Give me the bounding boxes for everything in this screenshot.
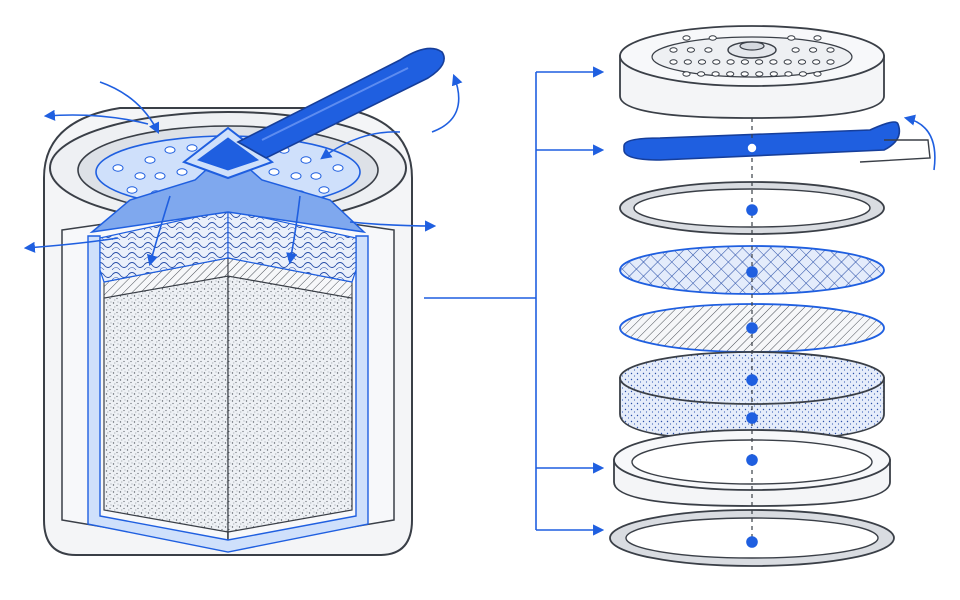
lid-hole xyxy=(826,59,835,65)
lid-hole xyxy=(697,59,707,65)
lid-hole xyxy=(683,59,692,65)
cap-hole xyxy=(164,146,176,154)
cap-hole xyxy=(144,156,156,164)
lid-hole xyxy=(726,59,735,65)
cap-hole xyxy=(176,168,188,176)
lid-holes xyxy=(669,35,835,77)
lid-hole xyxy=(686,47,696,53)
cap-hole xyxy=(332,164,344,172)
flow-arrow xyxy=(99,81,160,135)
lid-hole xyxy=(826,47,835,53)
cap-hole xyxy=(186,144,198,152)
center-boss-inner xyxy=(196,137,260,171)
cap-hole xyxy=(310,172,322,180)
cap-hole xyxy=(126,186,138,194)
lid-hole xyxy=(791,47,800,53)
lid-hole xyxy=(755,71,764,77)
cap-hole xyxy=(112,164,124,172)
lid-hole xyxy=(812,59,821,65)
flow-arrow xyxy=(349,220,437,232)
axis-dot xyxy=(746,374,758,386)
axis-dot xyxy=(746,412,758,424)
lid-hole xyxy=(704,47,713,53)
lid-hole xyxy=(797,59,807,65)
foam-core xyxy=(103,275,229,533)
lid-hole xyxy=(669,47,678,53)
lid-hole xyxy=(755,59,764,65)
flow-arrow xyxy=(43,109,149,125)
cutaway-cartridge xyxy=(23,47,463,556)
lid-hole xyxy=(787,35,796,41)
lid-hole xyxy=(682,71,691,77)
axis-dot xyxy=(746,142,758,154)
flow-arrow xyxy=(286,195,301,265)
flow-arrow xyxy=(431,73,463,133)
lid-hole xyxy=(813,35,822,41)
axis-dots xyxy=(746,142,758,548)
lid-hole xyxy=(682,35,691,41)
lid-hole xyxy=(809,47,818,53)
cap-hole xyxy=(268,168,280,176)
lid-hole xyxy=(769,59,778,65)
axis-dot xyxy=(746,536,758,548)
flow-arrow xyxy=(320,131,401,160)
cap-hole xyxy=(154,172,166,180)
connector-lines xyxy=(424,66,605,536)
axis-dot xyxy=(746,322,758,334)
flow-arrow xyxy=(147,195,171,267)
lid-hole xyxy=(798,71,808,77)
lid-hole xyxy=(697,71,706,77)
mesh-layer-right xyxy=(227,209,357,283)
layer-foam-disc xyxy=(619,351,885,441)
pull-tab-highlight xyxy=(261,67,409,141)
flow-arrow xyxy=(23,237,119,253)
lid-hole xyxy=(669,59,678,65)
flow-arrows xyxy=(23,73,463,267)
distribution-plate xyxy=(89,148,367,234)
cap-hole xyxy=(318,186,330,194)
lid-hole xyxy=(708,35,717,41)
lid-hole xyxy=(813,71,822,77)
lid-hole xyxy=(784,71,793,77)
lid-hole xyxy=(740,71,749,77)
lid-hole xyxy=(740,59,750,65)
lid-hole xyxy=(726,71,735,77)
axis-dot xyxy=(746,454,758,466)
axis-dot xyxy=(746,266,758,278)
axis-dot xyxy=(746,204,758,216)
cap-hole xyxy=(290,172,302,180)
inner-liner xyxy=(87,235,369,553)
lid-hole xyxy=(711,71,720,77)
layer-seal-tab xyxy=(623,114,936,171)
layer-perforated-lid xyxy=(619,25,885,119)
exploded-view xyxy=(609,25,936,567)
cap-hole xyxy=(300,156,312,164)
cap-hole xyxy=(134,172,146,180)
lid-hole xyxy=(783,59,792,65)
foam-core-right xyxy=(227,275,353,533)
lid-hole xyxy=(769,71,778,77)
lid-hole xyxy=(712,59,721,65)
